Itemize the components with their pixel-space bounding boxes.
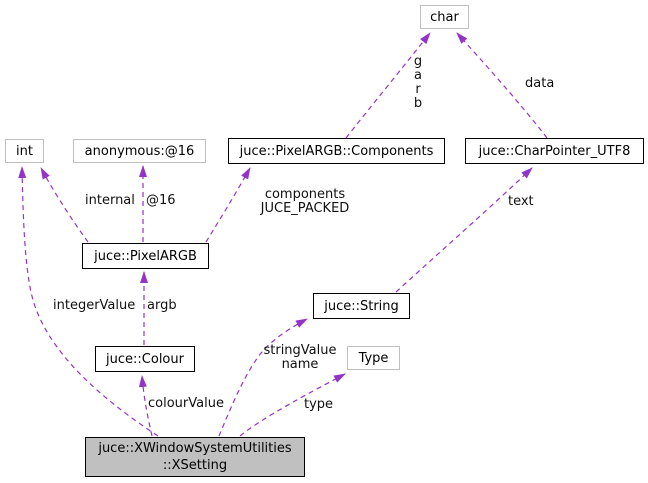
garb-letter-b: b xyxy=(413,96,423,111)
edge-label-text: text xyxy=(508,194,534,209)
xsetting-label-line2: ::XSetting xyxy=(162,458,228,473)
garb-letter-a: a xyxy=(414,68,422,83)
edge-string-to-charpointer xyxy=(395,167,533,293)
edge-xsetting-to-string xyxy=(218,318,308,437)
node-pixelargb-components[interactable]: juce::PixelARGB::Components xyxy=(228,138,445,164)
node-pixelargb[interactable]: juce::PixelARGB xyxy=(82,243,209,269)
edge-label-data: data xyxy=(525,76,555,91)
edge-label-type: type xyxy=(304,397,334,412)
edge-label-garb: g a r b xyxy=(411,55,425,111)
node-type: Type xyxy=(347,346,400,370)
edge-label-string-value-name: stringValue name xyxy=(252,344,348,372)
edge-xsetting-to-type xyxy=(239,373,346,437)
node-char: char xyxy=(420,5,469,29)
edge-label-argb: argb xyxy=(147,298,177,313)
node-anonymous-union: anonymous:@16 xyxy=(73,139,206,163)
components-label-line1: components xyxy=(264,187,346,202)
edge-xsetting-to-int xyxy=(18,166,159,437)
edge-pixelargb-to-components xyxy=(205,167,251,243)
edge-components-to-char xyxy=(345,32,431,139)
node-string[interactable]: juce::String xyxy=(313,293,410,319)
node-int: int xyxy=(5,139,44,163)
garb-letter-g: g xyxy=(413,54,423,69)
string-value-label-line2: name xyxy=(281,357,319,372)
edge-pixelargb-to-int xyxy=(40,167,89,243)
node-charpointer-utf8[interactable]: juce::CharPointer_UTF8 xyxy=(465,138,644,164)
edge-label-colour-value: colourValue xyxy=(148,396,224,411)
edge-xsetting-to-colour xyxy=(138,375,153,437)
node-colour[interactable]: juce::Colour xyxy=(95,346,195,372)
node-xsetting-current: juce::XWindowSystemUtilities ::XSetting xyxy=(85,437,305,477)
edge-label-at16: @16 xyxy=(146,193,176,208)
edge-label-integer-value: integerValue xyxy=(53,298,136,313)
edge-label-internal: internal xyxy=(85,193,135,208)
edge-label-components: components JUCE_PACKED xyxy=(253,188,357,216)
xsetting-label-line1: juce::XWindowSystemUtilities xyxy=(98,441,292,456)
garb-letter-r: r xyxy=(415,82,421,97)
components-label-line2: JUCE_PACKED xyxy=(260,201,350,216)
string-value-label-line1: stringValue xyxy=(263,343,337,358)
